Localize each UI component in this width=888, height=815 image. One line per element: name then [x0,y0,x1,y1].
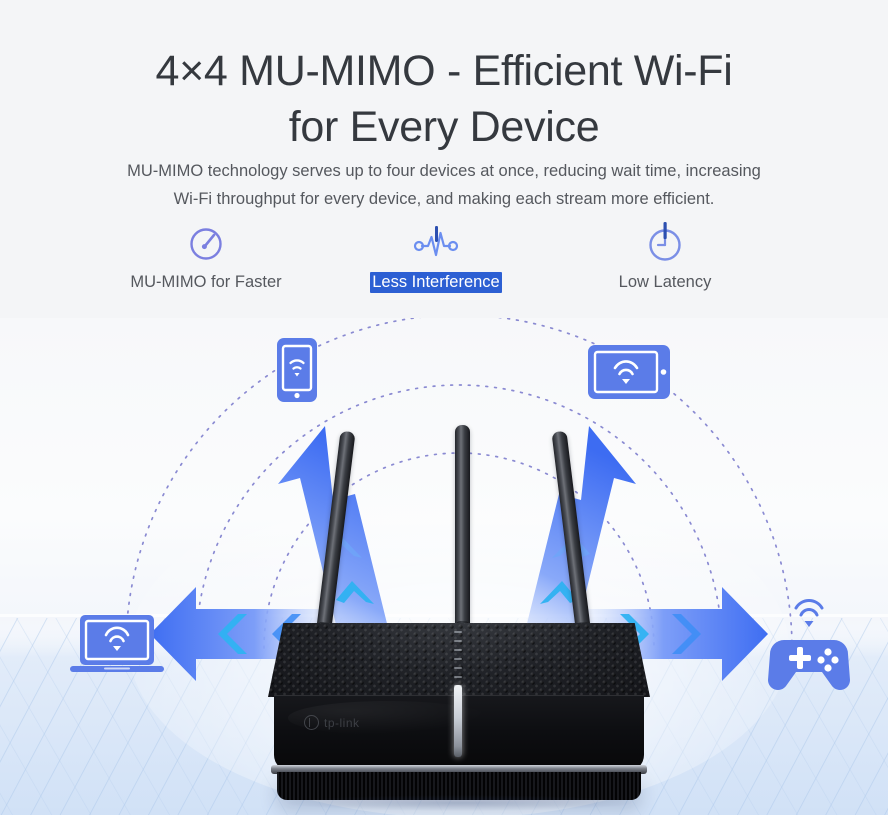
tp-link-logo: tp-link [304,715,360,730]
smartphone-wifi-icon [277,338,317,402]
speedometer-icon [116,222,296,266]
feature-label: Less Interference [370,272,502,293]
router-base-trim [271,765,647,774]
router-led-indicators [451,631,465,687]
feature-item-mu-mimo-for-faster[interactable]: MU-MIMO for Faster [116,222,296,293]
tp-link-wordmark: tp-link [324,715,360,730]
router-top-mesh [268,623,650,697]
tp-link-mark [304,715,319,730]
feature-item-low-latency[interactable]: Low Latency [572,222,758,293]
router-device: tp-link [268,425,650,811]
router-led-strip [454,685,462,757]
tablet-wifi-icon [588,345,670,399]
page-title: 4×4 MU-MIMO - Efficient Wi-Fi for Every … [155,46,733,151]
feature-item-less-interference[interactable]: Less Interference [346,222,526,293]
router-illustration: tp-link [0,318,888,815]
clock-icon [572,222,758,266]
router-antenna-center [455,425,470,647]
signal-arcs [125,318,793,649]
feature-list: MU-MIMO for Faster Less Interference [0,222,888,524]
page-subtitle: MU-MIMO technology serves up to four dev… [127,161,761,208]
router-vent-grille [277,772,641,800]
signal-pulse-icon [346,222,526,266]
feature-label: Low Latency [618,273,712,291]
router-shadow [288,795,632,811]
feature-label: MU-MIMO for Faster [130,273,282,291]
